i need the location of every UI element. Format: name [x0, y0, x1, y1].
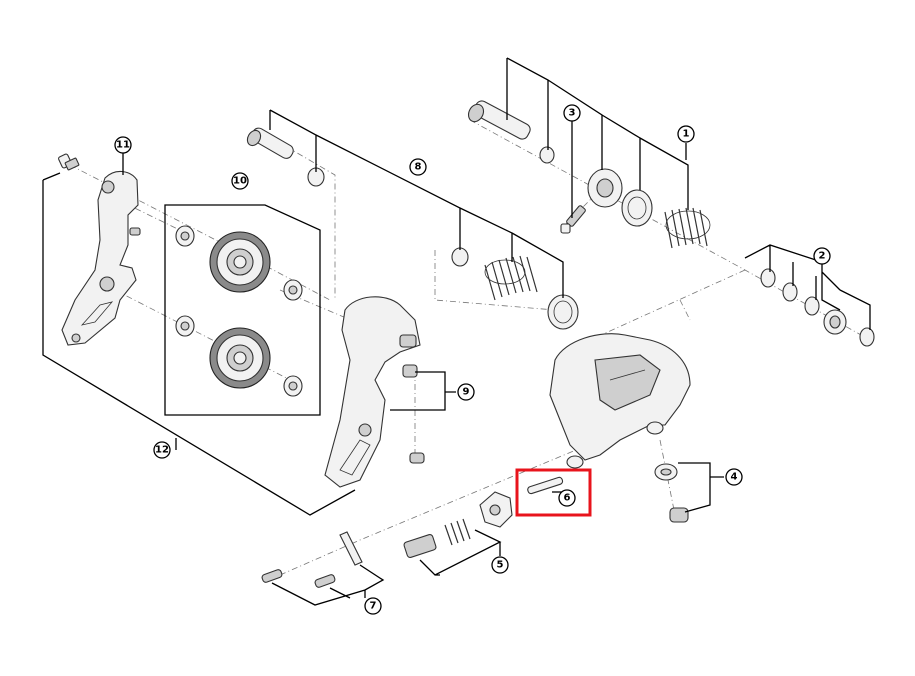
svg-text:3: 3	[569, 108, 576, 119]
part-4-adjust-bolt	[654, 463, 689, 523]
part-6-pin	[527, 476, 564, 495]
svg-text:6: 6	[564, 493, 571, 504]
part-7-link-screws	[261, 531, 363, 588]
svg-text:4: 4	[731, 472, 738, 483]
svg-text:9: 9	[463, 387, 470, 398]
callout-9: 9	[457, 383, 475, 401]
callout-11: 11	[114, 136, 132, 154]
callout-8: 8	[409, 158, 427, 176]
svg-text:10: 10	[233, 176, 247, 187]
derailleur-main-body	[549, 333, 691, 469]
callout-10: 10	[231, 172, 249, 190]
svg-text:11: 11	[116, 140, 130, 151]
part-3-screw	[560, 205, 586, 234]
svg-text:5: 5	[497, 560, 504, 571]
part-11-plate-screw	[58, 153, 80, 171]
svg-text:2: 2	[819, 251, 826, 262]
assembly-axis-lines	[69, 119, 871, 576]
callout-7: 7	[364, 597, 382, 615]
part-8-inner-cage-assembly	[246, 127, 579, 488]
callout-6: 6	[558, 489, 576, 507]
svg-text:7: 7	[370, 601, 377, 612]
part-10-pulley-set	[164, 204, 321, 416]
callout-3: 3	[563, 104, 581, 122]
svg-text:12: 12	[155, 445, 169, 456]
callout-4: 4	[725, 468, 743, 486]
highlight-box	[515, 468, 592, 517]
svg-text:1: 1	[683, 129, 690, 140]
callout-1: 1	[677, 125, 695, 143]
part-1-b-pivot-group	[467, 100, 711, 249]
svg-text:8: 8	[415, 162, 422, 173]
callout-5: 5	[491, 556, 509, 574]
callout-2: 2	[813, 247, 831, 265]
leader-lines	[42, 57, 871, 606]
callout-12: 12	[153, 441, 171, 459]
part-2-washer-set	[760, 268, 875, 347]
part-9-bolts	[402, 364, 425, 464]
part-5-cable-adjuster	[403, 491, 513, 559]
part-11-outer-plate	[61, 170, 141, 346]
